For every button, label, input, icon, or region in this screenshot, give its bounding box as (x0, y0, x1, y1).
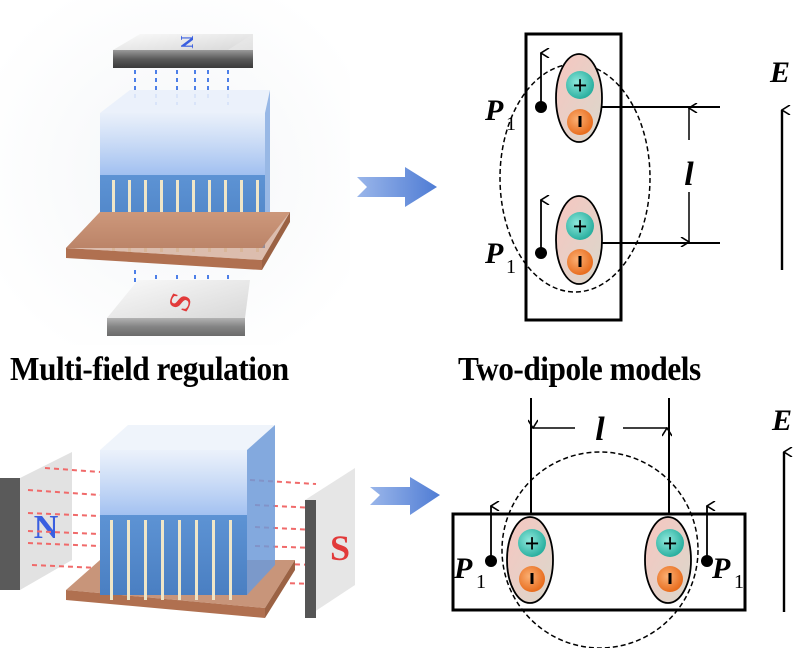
hydrogel-cube (100, 425, 275, 595)
pillar-stripe (144, 520, 147, 600)
two-dipole-models-caption: Two-dipole models (458, 351, 701, 388)
minus-sign (530, 573, 534, 584)
left-magnet-n (0, 452, 72, 590)
pillars (110, 520, 232, 600)
field-label: E (769, 56, 790, 89)
dipole-moment-lower (535, 200, 547, 259)
pillar-stripe (178, 520, 181, 600)
dipole-moment-left (485, 506, 497, 567)
p1-label-right: P (711, 552, 731, 585)
vertical-two-dipole-model: + + P 1 P 1 l E (484, 32, 808, 322)
copper-substrate (66, 212, 290, 270)
distance-label: l (684, 156, 694, 193)
pillar-stripe (229, 520, 232, 600)
top-magnet-n (113, 34, 253, 68)
plus-sign: + (663, 529, 678, 558)
plus-sign: + (573, 71, 588, 100)
positive-charge (518, 529, 546, 557)
transition-arrow-top (357, 167, 437, 207)
interaction-region (501, 451, 699, 648)
field-label: E (771, 404, 792, 437)
material-boundary (524, 32, 623, 322)
positive-charge (566, 71, 594, 99)
pillar-stripe (127, 520, 130, 600)
horizontal-field-device-illustration: N S (0, 425, 355, 618)
magnet-s-label: S (330, 528, 350, 568)
right-magnet-s (305, 468, 355, 618)
magnet-n-label: N (34, 509, 59, 546)
pillar-stripe (195, 520, 198, 600)
magnet-n-label: N (177, 36, 197, 49)
p1-subscript-left: 1 (476, 571, 486, 593)
pillar-stripe (212, 520, 215, 600)
p1-label-lower: P (484, 237, 504, 270)
dipole-left: + (506, 516, 554, 604)
dipole-moment-right (701, 506, 713, 567)
plus-sign: + (573, 212, 588, 241)
multi-field-regulation-caption: Multi-field regulation (10, 351, 289, 388)
p1-label-upper: P (484, 94, 504, 127)
dipole-moment-upper (535, 53, 547, 113)
bottom-magnet-s (107, 280, 250, 336)
p1-subscript-lower: 1 (506, 256, 516, 278)
positive-charge (656, 529, 684, 557)
material-boundary (451, 512, 747, 612)
dipole-lower: + (555, 195, 603, 285)
minus-sign (578, 116, 582, 127)
plus-sign: + (525, 529, 540, 558)
vertical-field-device-illustration: N S (0, 0, 350, 345)
dipole-upper: + (555, 53, 603, 143)
horizontal-two-dipole-model: l + + P 1 P 1 E (451, 398, 808, 648)
dipole-right: + (644, 516, 692, 604)
distance-label: l (595, 411, 605, 448)
transition-arrow-bottom (370, 477, 440, 515)
minus-sign (668, 573, 672, 584)
pillar-stripe (110, 520, 113, 600)
p1-subscript-right: 1 (734, 571, 744, 593)
pillar-stripe (161, 520, 164, 600)
positive-charge (566, 212, 594, 240)
minus-sign (578, 256, 582, 267)
p1-label-left: P (453, 552, 473, 585)
p1-subscript-upper: 1 (506, 113, 516, 135)
